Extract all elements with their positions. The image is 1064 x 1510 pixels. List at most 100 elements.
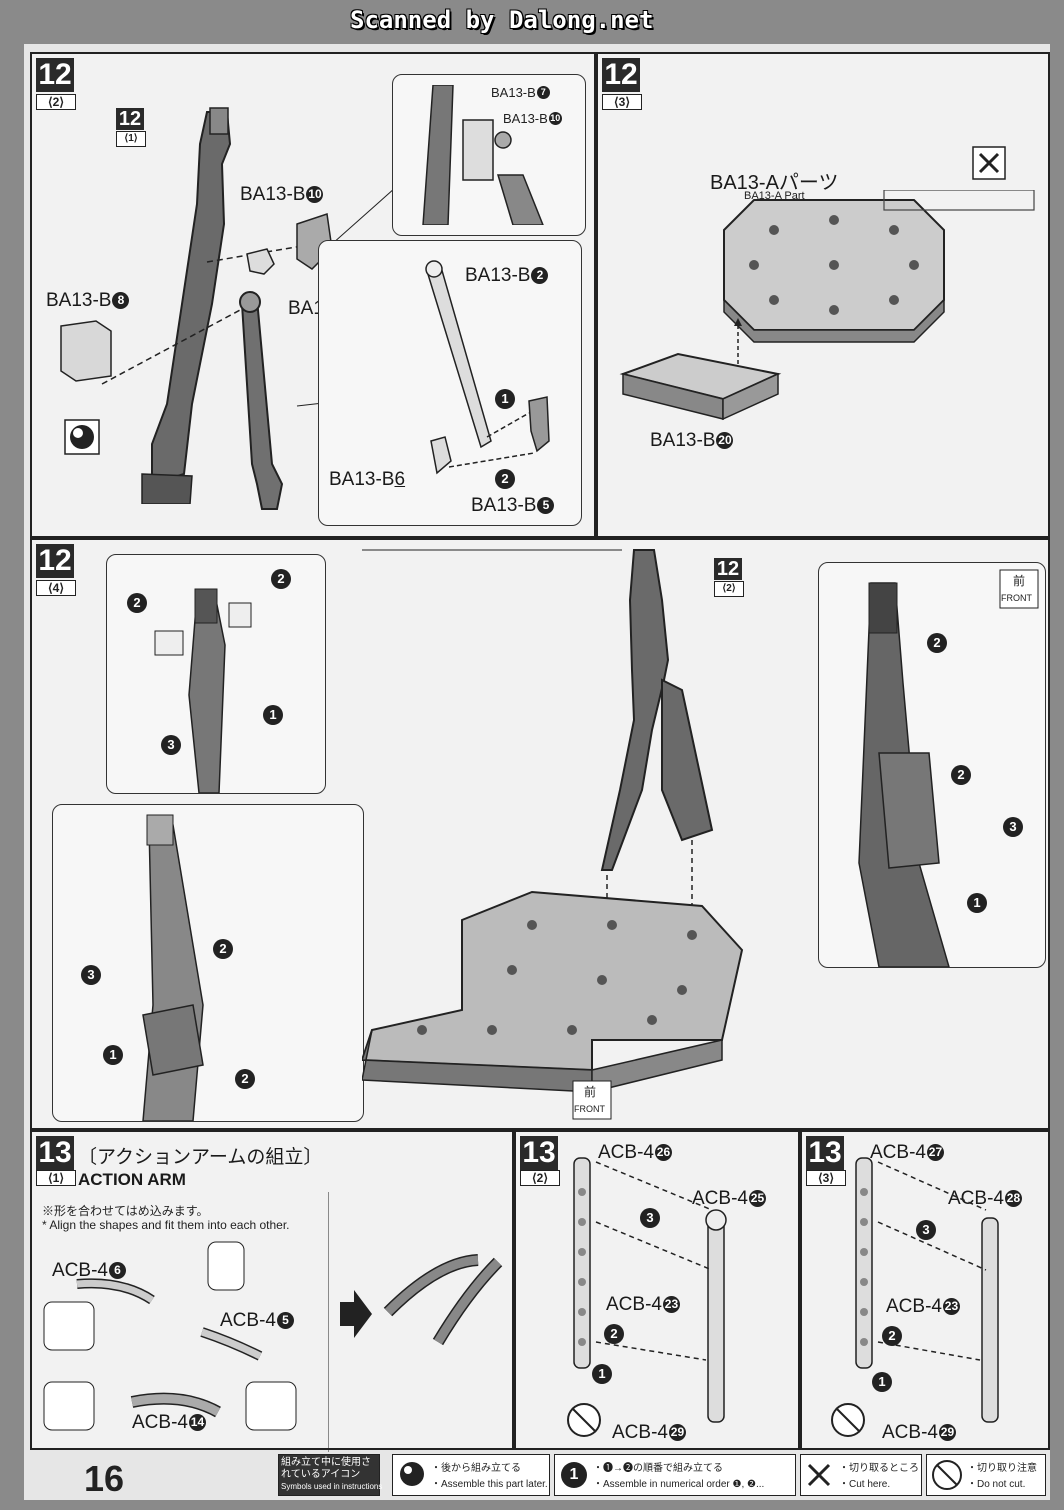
step-12-4-panel: 12 ⟨4⟩ 2 2 1 3 2 3 1 2 12 ⟨2⟩ (30, 538, 1050, 1130)
order-3-icon: 3 (916, 1220, 936, 1240)
front-label-jp: 前 (1013, 574, 1026, 588)
order-2-icon: 2 (235, 1069, 255, 1089)
part-number: 25 (748, 1190, 766, 1207)
order-2-icon: 2 (604, 1324, 624, 1344)
step-number: 12 (36, 544, 74, 578)
detail-illustration (422, 85, 544, 225)
step-number: 12 (602, 58, 640, 92)
leg-illustration (239, 291, 284, 510)
base-b-illustration (619, 318, 782, 421)
part-number: 2 (531, 267, 549, 284)
legend-cut-en: ・Cut here. (839, 1479, 891, 1490)
order-2-icon: 2 (127, 593, 147, 613)
part-number: 7 (536, 86, 550, 99)
pillar-illustration (141, 107, 232, 504)
part-number: 14 (188, 1414, 206, 1431)
order-1-icon: 1 (592, 1364, 612, 1384)
part-name: BA13-B (46, 290, 112, 311)
step-number: 13 (806, 1136, 844, 1170)
part-name: BA13-B (503, 111, 548, 126)
step-sub-number: ⟨1⟩ (36, 1170, 76, 1186)
arm-rail-illustration (567, 1157, 727, 1437)
detail-callout-upper-left: 2 2 1 3 (106, 554, 326, 794)
legend-title-box: 組み立て中に使用されているアイコン Symbols used in instru… (278, 1454, 382, 1496)
note-en: * Align the shapes and fit them into eac… (42, 1218, 290, 1232)
part-number: 6 (108, 1262, 126, 1279)
part-name: ACB-4 (948, 1188, 1004, 1209)
arm-rail-illustration (831, 1157, 999, 1437)
part-number: 23 (942, 1298, 960, 1315)
part-name: ACB-4 (598, 1142, 654, 1163)
part-name: ACB-4 (132, 1412, 188, 1433)
step-number: 12 (36, 58, 74, 92)
part-number: 6 (394, 469, 406, 490)
legend-nocut-en: ・Do not cut. (967, 1479, 1026, 1490)
part-number: 29 (938, 1424, 956, 1441)
legend-nocut: ・切り取り注意 ・Do not cut. (926, 1454, 1046, 1496)
ref-step-sub: ⟨1⟩ (116, 131, 146, 147)
joint-detail-illustration (154, 588, 252, 793)
cut-icon (972, 146, 1006, 180)
step-sub-number: ⟨2⟩ (36, 94, 76, 110)
order-3-icon: 3 (161, 735, 181, 755)
step-number: 13 (36, 1136, 74, 1170)
part-number: 10 (548, 112, 562, 125)
note-jp: ※形を合わせてはめ込みます。 (42, 1204, 209, 1218)
part-number: 5 (537, 497, 555, 514)
order-3-icon: 3 (81, 965, 101, 985)
order-1-icon: 1 (103, 1045, 123, 1065)
legend-later: ・後から組み立てる ・Assemble this part later. (392, 1454, 550, 1496)
part-number: 23 (662, 1296, 680, 1313)
part-name: ACB-4 (606, 1294, 662, 1315)
step-sub-number: ⟨3⟩ (806, 1170, 846, 1186)
legend-order: 1 ・❶→❷の順番で組み立てる ・Assemble in numerical o… (554, 1454, 796, 1496)
label-ba13-b6: BA13-B6 (329, 469, 405, 491)
part-name: ACB-4 (886, 1296, 942, 1317)
part-name: ACB-4 (882, 1422, 938, 1443)
legend-later-jp: ・後から組み立てる (431, 1463, 521, 1474)
step-12-2-panel: 12 ⟨2⟩ 12 ⟨1⟩ BA13-B10 BA13-B7 BA13-B8 (30, 52, 596, 538)
part-name: BA13-B (329, 469, 395, 490)
step-sub-number: ⟨3⟩ (602, 94, 642, 110)
part-name: ACB-4 (870, 1142, 926, 1163)
later-icon (64, 419, 100, 455)
front-label-en: FRONT (574, 1104, 605, 1114)
leg-assembly-illustration (425, 260, 550, 475)
part-number: 5 (276, 1312, 294, 1329)
order-1-icon: 1 (967, 893, 987, 913)
front-label-jp: 前 (584, 1085, 597, 1099)
part-number: 8 (112, 292, 130, 309)
front-label-en: FRONT (1001, 593, 1032, 603)
later-icon (400, 1462, 424, 1486)
order-1-icon: 1 (561, 1462, 587, 1488)
part-name: BA13-B (471, 495, 537, 516)
base-a-illustration (723, 190, 1035, 343)
step-number: 13 (520, 1136, 558, 1170)
order-2-icon: 2 (213, 939, 233, 959)
order-1-icon: 1 (263, 705, 283, 725)
part-name: ACB-4 (692, 1188, 748, 1209)
part-name: BA13-B (465, 265, 531, 286)
scan-credit: Scanned by Dalong.net (350, 6, 654, 34)
part-name: BA13-B (240, 184, 306, 205)
step-sub-number: ⟨2⟩ (520, 1170, 560, 1186)
no-cut-icon (932, 1460, 962, 1490)
legend-order-en: ・Assemble in numerical order ❶, ❷... (593, 1479, 765, 1490)
legend-order-jp: ・❶→❷の順番で組み立てる (593, 1463, 723, 1474)
